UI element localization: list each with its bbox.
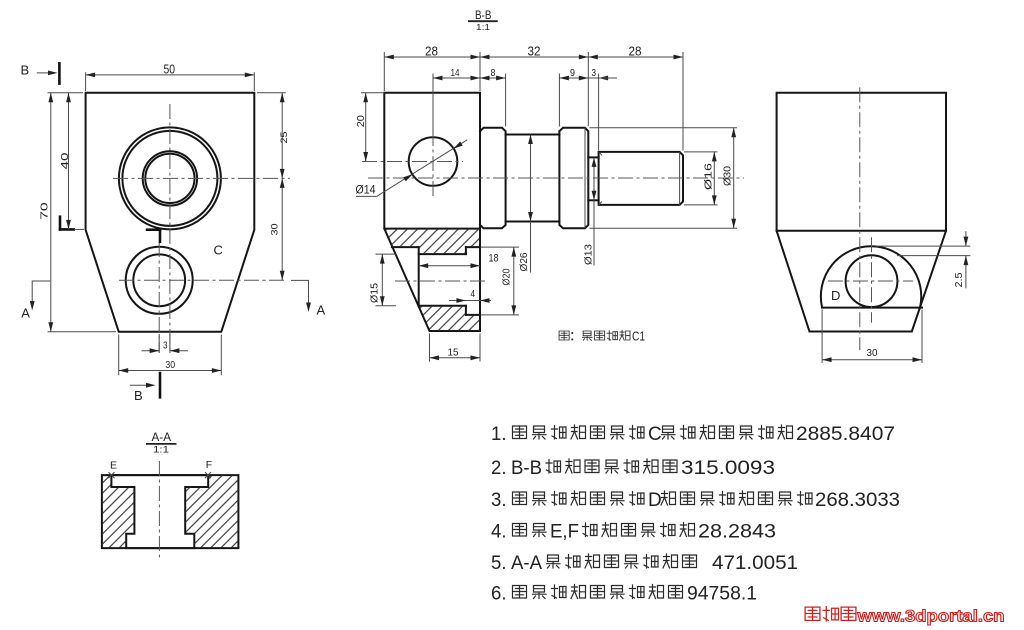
svg-text:A: A (317, 303, 326, 318)
svg-text:30: 30 (270, 224, 281, 236)
svg-text:D: D (648, 490, 662, 511)
svg-text:30: 30 (165, 359, 175, 371)
svg-text:Ø15: Ø15 (369, 283, 381, 303)
svg-text:F: F (206, 459, 212, 471)
svg-text:B: B (21, 62, 30, 77)
svg-text:28.2843: 28.2843 (698, 522, 776, 543)
svg-text:D: D (831, 288, 840, 303)
svg-text:www.3dportal.cn: www.3dportal.cn (856, 607, 1004, 626)
svg-text:315.0093: 315.0093 (681, 458, 775, 479)
svg-text:28: 28 (629, 45, 642, 59)
svg-text:Ø14: Ø14 (356, 183, 376, 197)
svg-text:18: 18 (489, 253, 499, 265)
svg-text:20: 20 (355, 115, 367, 127)
svg-text:5.: 5. (491, 553, 507, 574)
svg-text:C1: C1 (632, 329, 645, 344)
svg-text:B-B: B-B (475, 10, 492, 22)
svg-text:15: 15 (448, 347, 459, 359)
svg-text:1:1: 1:1 (153, 445, 169, 455)
svg-text:28: 28 (425, 45, 438, 59)
svg-text:9: 9 (570, 67, 575, 79)
svg-text:14: 14 (451, 67, 460, 79)
svg-text:A-A: A-A (511, 553, 542, 574)
svg-text:A: A (21, 306, 30, 321)
svg-text:8: 8 (491, 67, 496, 79)
svg-text:2.: 2. (491, 458, 507, 479)
svg-text:1:1: 1:1 (476, 23, 491, 32)
svg-text:E,F: E,F (550, 522, 579, 543)
svg-text:C: C (214, 243, 223, 258)
svg-text:4: 4 (471, 289, 476, 300)
svg-text:32: 32 (528, 45, 541, 59)
svg-text:Ø20: Ø20 (501, 268, 513, 285)
svg-text:3: 3 (163, 340, 168, 351)
svg-text:：: ： (569, 329, 582, 344)
svg-text:Ø13: Ø13 (583, 244, 595, 265)
svg-text:Ø16: Ø16 (702, 163, 714, 190)
svg-text:6.: 6. (491, 584, 507, 605)
svg-text:30: 30 (867, 347, 878, 359)
svg-text:Ø30: Ø30 (722, 166, 734, 186)
svg-text:3.: 3. (491, 490, 507, 511)
svg-text:94758.1: 94758.1 (687, 584, 757, 605)
svg-text:4.: 4. (491, 522, 507, 543)
svg-text:2885.8407: 2885.8407 (796, 424, 895, 445)
svg-text:471.0051: 471.0051 (712, 553, 798, 574)
svg-text:1.: 1. (491, 424, 507, 445)
svg-text:C: C (648, 424, 662, 445)
svg-text:A-A: A-A (152, 430, 172, 444)
svg-text:268.3033: 268.3033 (815, 490, 900, 511)
svg-text:3: 3 (592, 67, 597, 79)
svg-text:E: E (110, 460, 117, 472)
svg-text:B: B (134, 388, 143, 403)
svg-text:Ø26: Ø26 (518, 252, 530, 271)
svg-text:50: 50 (164, 63, 176, 77)
svg-text:25: 25 (279, 132, 290, 144)
svg-text:70: 70 (39, 202, 51, 220)
svg-text:40: 40 (59, 152, 71, 169)
svg-text:B-B: B-B (511, 458, 542, 479)
svg-text:2.5: 2.5 (954, 272, 965, 287)
